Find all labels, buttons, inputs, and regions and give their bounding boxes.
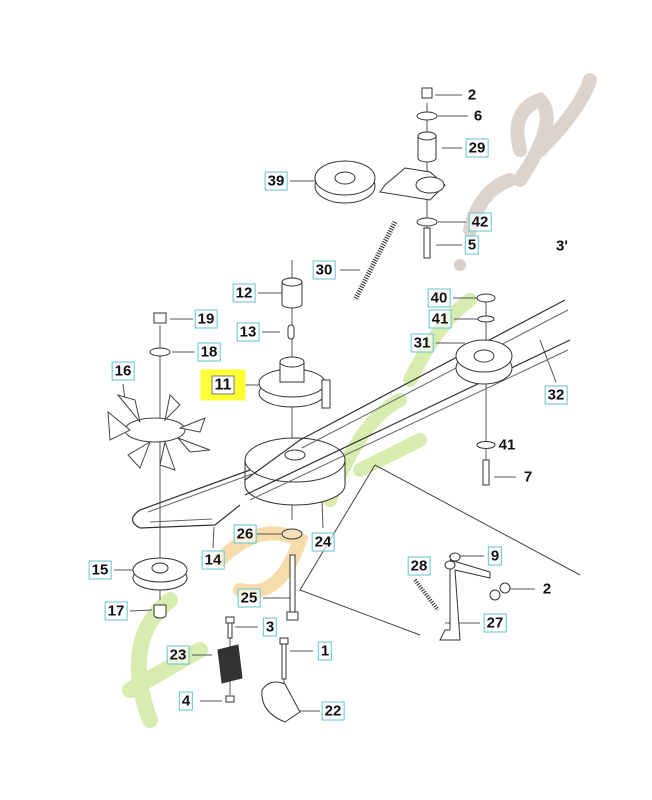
callout-13[interactable]: 13 — [236, 322, 260, 342]
callout-2[interactable]: 2 — [542, 580, 552, 598]
callout-24[interactable]: 24 — [311, 532, 335, 552]
callout-28[interactable]: 28 — [407, 556, 431, 576]
callout-6[interactable]: 6 — [473, 107, 483, 125]
callout-4[interactable]: 4 — [178, 691, 194, 711]
callout-26[interactable]: 26 — [233, 524, 257, 544]
callout-1[interactable]: 1 — [317, 641, 333, 661]
callout-3[interactable]: 3' — [556, 237, 568, 255]
callout-32[interactable]: 32 — [544, 385, 568, 405]
callout-15[interactable]: 15 — [88, 560, 112, 580]
callout-14[interactable]: 14 — [201, 550, 225, 570]
callout-11[interactable]: 11 — [200, 369, 246, 401]
parts-drawing — [107, 87, 581, 723]
callout-16[interactable]: 16 — [111, 361, 135, 381]
callout-19[interactable]: 19 — [194, 309, 218, 329]
callout-7[interactable]: 7 — [523, 468, 533, 486]
callout-31[interactable]: 31 — [410, 333, 434, 353]
callout-39[interactable]: 39 — [264, 171, 288, 191]
callout-41[interactable]: 41 — [498, 436, 516, 454]
callout-3[interactable]: 3 — [262, 617, 278, 637]
callout-27[interactable]: 27 — [483, 613, 507, 633]
callout-18[interactable]: 18 — [197, 342, 221, 362]
callout-5[interactable]: 5 — [464, 235, 480, 255]
callout-40[interactable]: 40 — [427, 288, 451, 308]
callout-17[interactable]: 17 — [104, 601, 128, 621]
callout-12[interactable]: 12 — [232, 283, 256, 303]
callout-30[interactable]: 30 — [312, 260, 336, 280]
callout-25[interactable]: 25 — [237, 588, 261, 608]
callout-9[interactable]: 9 — [487, 546, 503, 566]
callout-41[interactable]: 41 — [428, 309, 452, 329]
callout-29[interactable]: 29 — [465, 138, 489, 158]
callout-22[interactable]: 22 — [321, 701, 345, 721]
callout-23[interactable]: 23 — [166, 645, 190, 665]
callout-42[interactable]: 42 — [468, 212, 492, 232]
callout-2[interactable]: 2 — [467, 86, 477, 104]
